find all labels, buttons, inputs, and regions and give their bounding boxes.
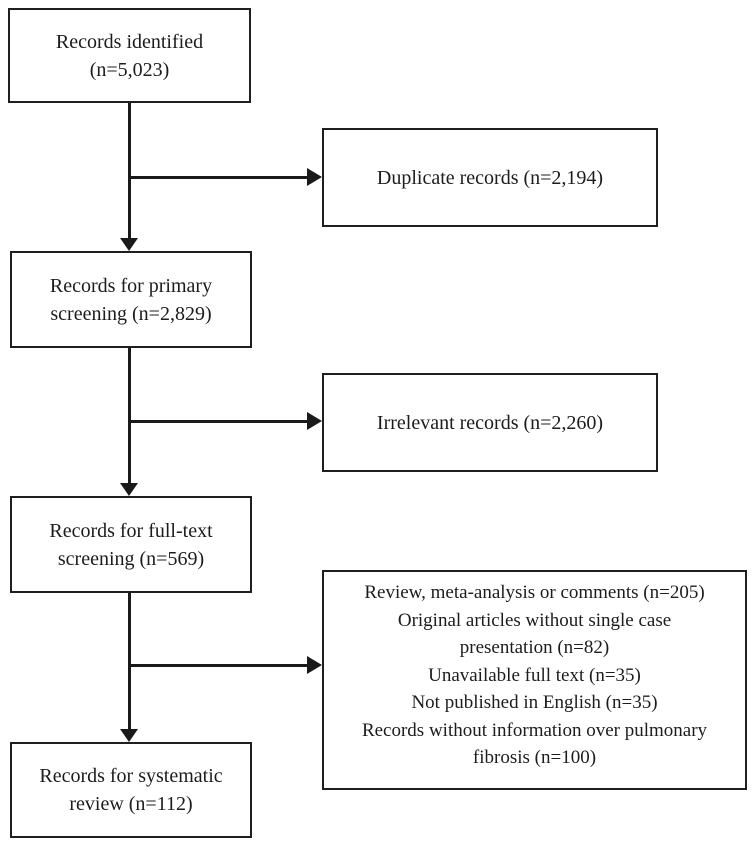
arrowhead-right-duplicates: [307, 168, 322, 186]
arrowhead-down-fulltext: [120, 483, 138, 496]
arrowhead-right-irrelevant: [307, 412, 322, 430]
exclusion-reason-unavailable-full-text: Unavailable full text (n=35): [428, 664, 641, 686]
flow-box-full-text-screening: Records for full-text screening (n=569): [10, 496, 252, 593]
connector-identified-to-primary: [128, 103, 131, 239]
exclusion-reason-not-english: Not published in English (n=35): [411, 692, 658, 713]
arrowhead-down-primary: [120, 238, 138, 251]
exclusion-reason-original-articles: Original articles without single case pr…: [397, 609, 672, 659]
connector-primary-to-fulltext: [128, 348, 131, 484]
exclusion-reason-no-fibrosis-info: Records without information over pulmona…: [361, 719, 708, 769]
connector-branch-irrelevant: [129, 420, 308, 423]
flow-box-duplicate-records: Duplicate records (n=2,194): [322, 128, 658, 227]
flow-box-exclusion-reasons: Review, meta-analysis or comments (n=205…: [322, 570, 747, 790]
exclusion-reason-review: Review, meta-analysis or comments (n=205…: [364, 582, 705, 603]
flow-box-records-identified: Records identified (n=5,023): [8, 8, 251, 103]
flow-box-systematic-review: Records for systematic review (n=112): [10, 742, 252, 838]
connector-branch-exclusions: [129, 664, 308, 667]
flow-box-irrelevant-records: Irrelevant records (n=2,260): [322, 373, 658, 472]
arrowhead-down-review: [120, 729, 138, 742]
flow-box-primary-screening: Records for primary screening (n=2,829): [10, 251, 252, 348]
connector-branch-duplicates: [129, 176, 308, 179]
arrowhead-right-exclusions: [307, 656, 322, 674]
connector-fulltext-to-review: [128, 593, 131, 730]
